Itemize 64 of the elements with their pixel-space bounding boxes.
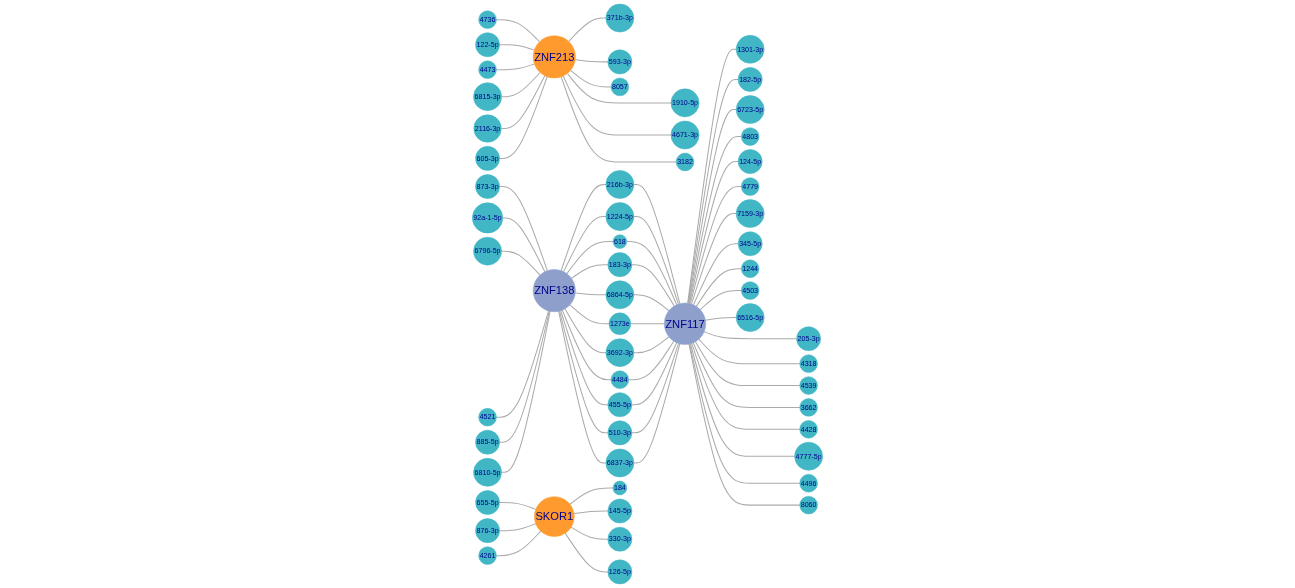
node-circle: SKOR1 [534, 496, 575, 537]
connector [564, 532, 609, 573]
connector [501, 250, 541, 276]
connector [573, 510, 609, 515]
connector [501, 310, 551, 473]
connector [500, 75, 546, 130]
connector [569, 304, 610, 325]
connector [688, 136, 742, 304]
connector [560, 184, 607, 272]
connector [570, 69, 612, 88]
connector [633, 294, 670, 312]
connector [499, 310, 550, 443]
connector [569, 487, 614, 505]
connector [692, 342, 801, 408]
connector [495, 19, 541, 43]
connector [495, 310, 549, 418]
connector [704, 317, 737, 321]
connector [689, 161, 739, 304]
connector [495, 63, 535, 71]
connector [570, 526, 609, 540]
connector [571, 264, 609, 279]
connector [626, 241, 678, 306]
node-circle: ZNF213 [532, 35, 576, 79]
connector [501, 71, 541, 98]
connector [689, 186, 742, 305]
connector [693, 243, 739, 306]
connector [563, 216, 607, 273]
connector [699, 290, 742, 311]
connector [633, 343, 681, 464]
connector [631, 342, 678, 406]
connector [564, 308, 607, 354]
connector [495, 530, 542, 557]
connector [499, 44, 535, 51]
connector [687, 109, 737, 304]
connector [694, 341, 801, 387]
connector [558, 310, 607, 464]
connector [633, 184, 681, 305]
connector [698, 338, 801, 365]
connector [499, 501, 537, 510]
connector [561, 309, 612, 381]
node-circle: ZNF117 [664, 302, 706, 345]
connector [502, 217, 546, 273]
connector [631, 342, 680, 434]
connector [690, 213, 737, 305]
connector [630, 323, 665, 325]
connector [633, 216, 679, 305]
connector [631, 264, 675, 307]
connector [566, 72, 672, 104]
connector [568, 17, 607, 42]
connector [499, 186, 548, 272]
connector [574, 292, 607, 296]
connector [633, 336, 670, 354]
connector [695, 268, 742, 307]
connector [703, 331, 798, 340]
connector [559, 310, 609, 434]
connector [574, 59, 609, 63]
connector [691, 342, 801, 430]
connector [566, 241, 614, 275]
connector [628, 340, 675, 381]
connector [499, 523, 537, 532]
connector [499, 76, 548, 159]
node-circle: ZNF138 [532, 269, 576, 312]
connector [560, 310, 609, 406]
connector [689, 343, 796, 457]
